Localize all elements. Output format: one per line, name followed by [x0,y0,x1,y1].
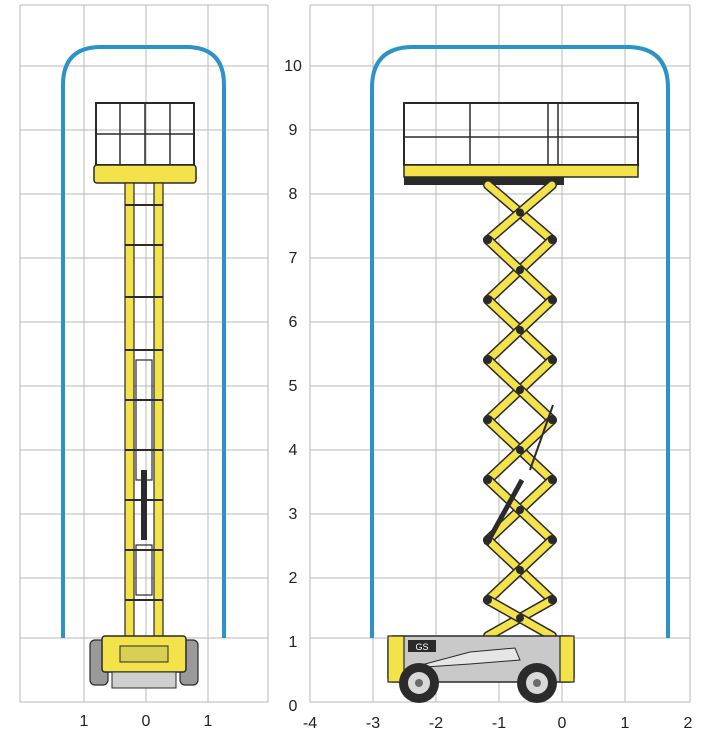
y-tick-label: 7 [289,250,298,267]
scissor-pivot [548,356,556,364]
y-tick-label: 4 [289,442,298,459]
x-tick-label: -3 [366,715,380,732]
front-lift-cylinder [141,470,147,540]
scissor-pivot [484,356,492,364]
side-model-badge [408,640,436,652]
scissor-pivot [516,386,524,394]
left-x-tick-label: 1 [204,713,213,730]
right-x-axis-labels: -4 -3 -2 -1 0 1 2 [303,715,693,732]
y-tick-label: 5 [289,378,298,395]
y-tick-label: 8 [289,186,298,203]
scissor-pivot [516,208,524,217]
y-tick-label: 2 [289,570,298,587]
y-tick-label: 1 [289,634,298,651]
side-model-badge-text: GS [415,642,428,652]
side-view-lift: GS [387,102,639,703]
scissor-pivot [484,416,492,424]
scissor-pivot [516,614,524,622]
side-reach-envelope [370,45,670,638]
x-tick-label: -4 [303,715,317,732]
front-chassis-panel [119,645,169,663]
front-mast-cylinder-guide [135,359,153,481]
x-tick-label: 0 [558,715,567,732]
front-chassis [89,635,199,689]
side-platform [403,102,639,185]
x-tick-label: -1 [492,715,506,732]
front-chassis-base [111,671,177,689]
scissor-pivot [548,236,556,244]
front-platform-deck [93,164,197,184]
scissor-pivot [548,416,556,424]
y-tick-label: 6 [289,314,298,331]
scissor-pivot [484,476,492,484]
scissor-pivot [548,596,556,604]
scissor-lift-cylinder [529,404,554,471]
front-mast-crossbars [125,204,163,601]
scissor-pivot [516,566,524,574]
right-y-axis-labels: 0 1 2 3 4 5 6 7 8 9 10 [284,58,302,715]
scissor-pivot [516,506,524,514]
y-tick-label: 3 [289,506,298,523]
side-chassis: GS [387,635,575,703]
left-x-tick-label: 1 [80,713,89,730]
reach-envelopes [61,45,670,638]
wheel-icon [517,663,557,703]
side-platform-base [404,177,564,185]
wheel-icon [399,663,439,703]
scissor-pivot [484,236,492,244]
scissor-lift-cylinder [483,478,525,547]
side-chassis-rear-guard [559,635,575,683]
x-tick-label: -2 [429,715,443,732]
scissor-pivot [548,536,556,544]
front-view-lift [89,102,199,689]
left-x-axis-labels: 1 0 1 [80,713,213,730]
side-chassis-front-guard [387,635,405,683]
scissor-pivot [484,596,492,604]
side-platform-rail-frame [403,102,639,166]
side-platform-deck [403,164,639,178]
scissor-pivot [484,296,492,304]
scissor-pivot [548,476,556,484]
front-mast-right-rail [153,182,164,639]
left-x-tick-label: 0 [142,713,151,730]
front-platform [93,102,197,184]
side-chassis-accent-stripe [409,647,521,669]
scissor-pivot [548,296,556,304]
front-mast-left-rail [124,182,135,639]
x-tick-label: 1 [621,715,630,732]
y-tick-label: 0 [289,698,298,715]
front-reach-envelope [61,45,226,638]
scissor-stack [483,180,557,641]
y-tick-label: 10 [284,58,302,75]
y-tick-label: 9 [289,122,298,139]
scissor-pivot [516,326,524,334]
x-tick-label: 2 [684,715,693,732]
scissor-pivot [516,266,524,274]
scissor-pivot [516,446,524,454]
front-mast-lower-guide [135,544,153,596]
front-mast [124,182,164,639]
